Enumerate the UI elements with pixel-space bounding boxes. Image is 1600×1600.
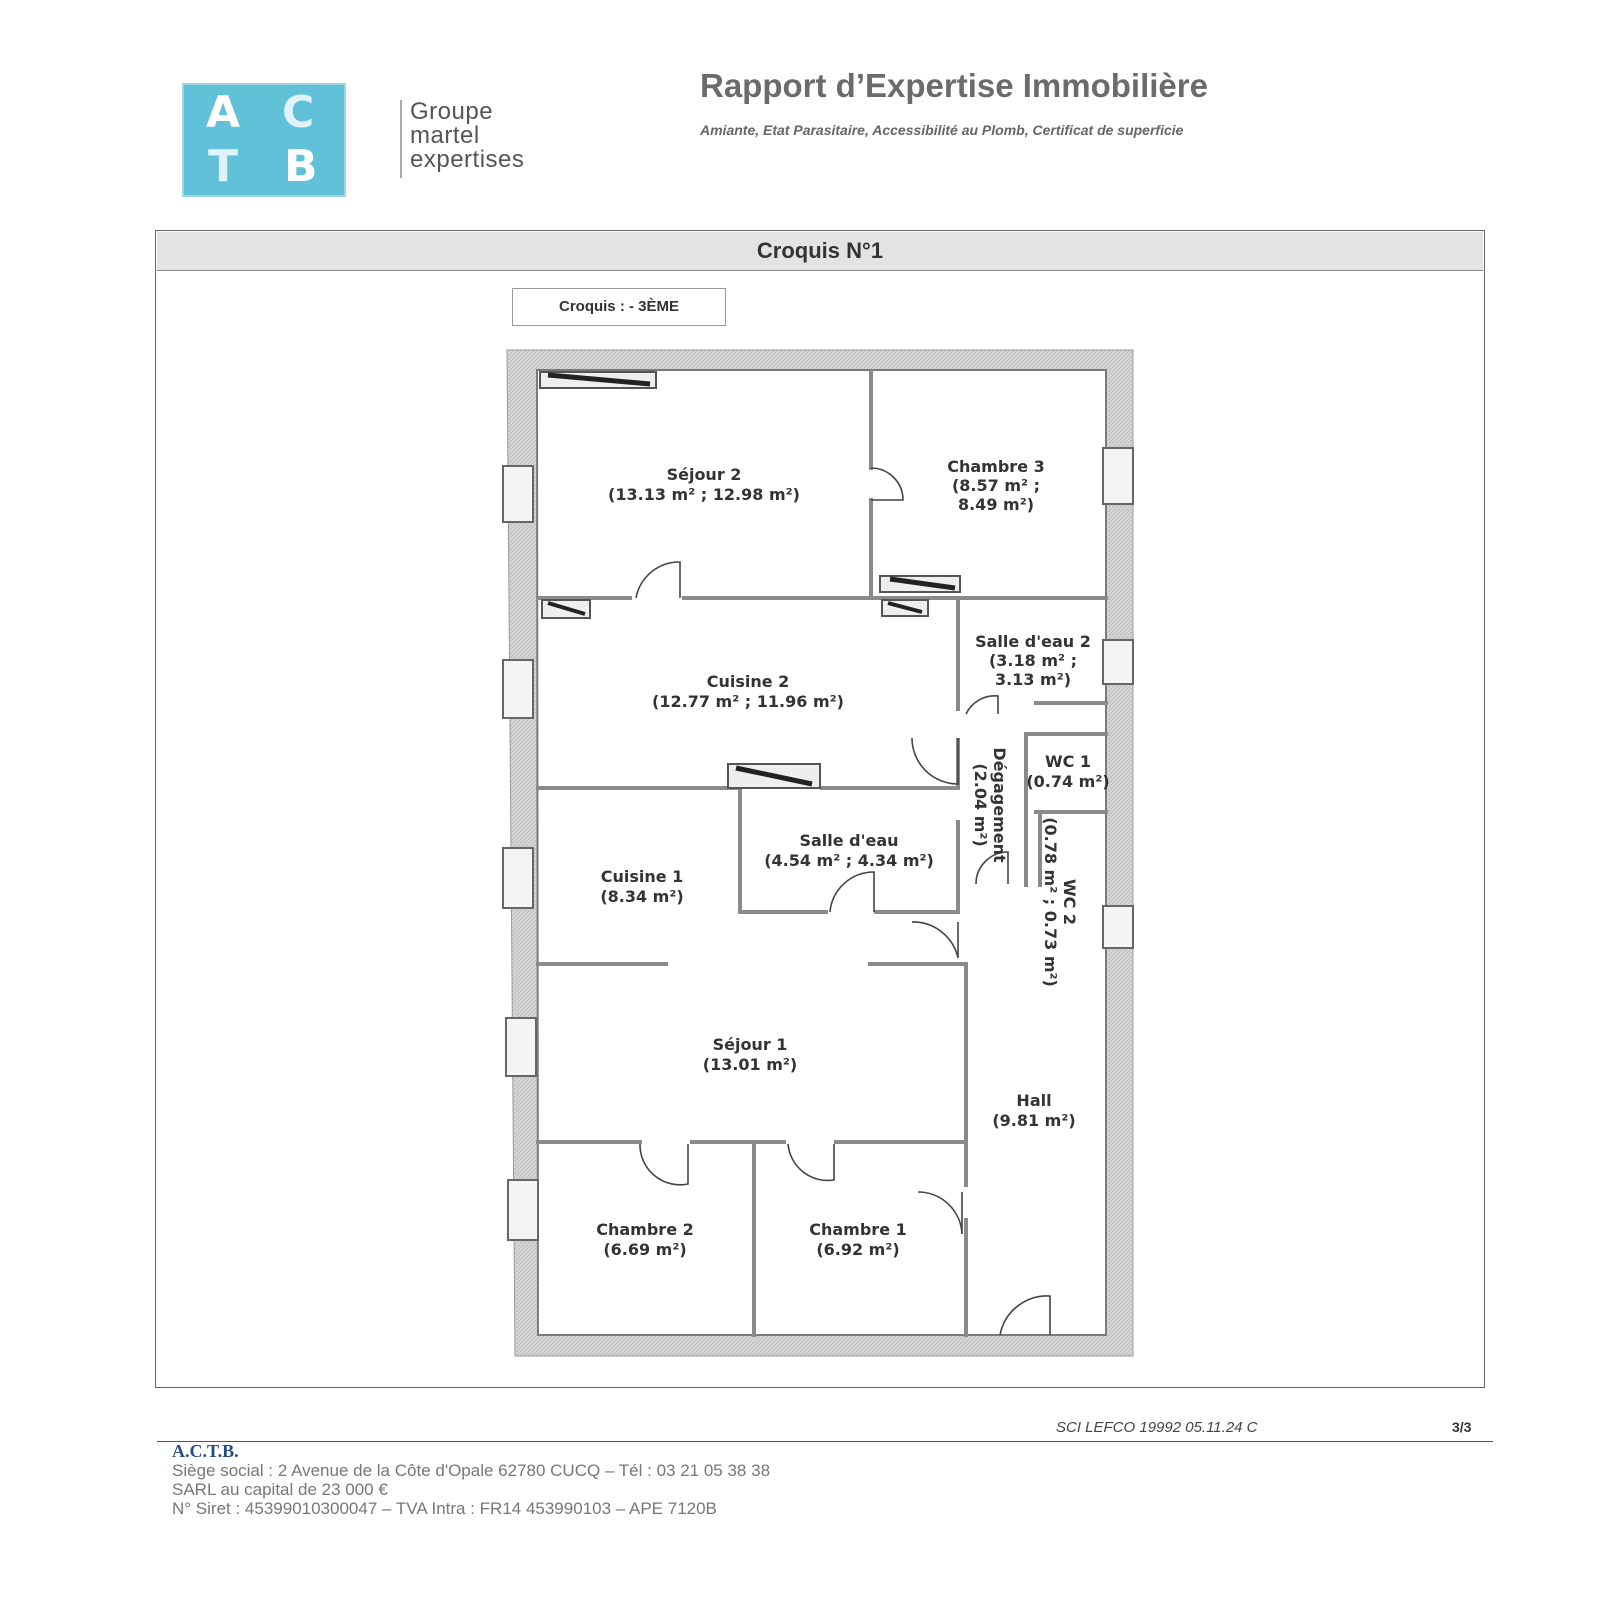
- room-cuisine-1-name: Cuisine 1: [601, 867, 684, 886]
- logo-letter-t: T: [208, 141, 239, 192]
- section-title: Croquis N°1: [157, 232, 1483, 271]
- room-chambre-3-name: Chambre 3: [947, 457, 1045, 476]
- brand-line-3: expertises: [410, 146, 525, 173]
- sketch-frame: [155, 230, 1485, 1388]
- brand-name: Groupe martel expertises: [410, 100, 524, 172]
- room-degagement-name: Dégagement: [990, 747, 1009, 863]
- room-wc-2-name: WC 2: [1060, 879, 1079, 925]
- company-address: Siège social : 2 Avenue de la Côte d'Opa…: [172, 1461, 770, 1518]
- report-title: Rapport d’Expertise Immobilière: [700, 67, 1208, 104]
- page-number: 3/3: [1452, 1419, 1472, 1435]
- room-wc-1-name: WC 1: [1045, 752, 1091, 771]
- room-labels: Séjour 2 (13.13 m² ; 12.98 m²) Chambre 3…: [596, 457, 1109, 1259]
- room-salle-eau-2-area-1: (3.18 m² ;: [989, 651, 1077, 670]
- room-cuisine-2-name: Cuisine 2: [707, 672, 790, 691]
- room-sejour-2-area: (13.13 m² ; 12.98 m²): [608, 485, 800, 504]
- room-chambre-1-name: Chambre 1: [809, 1220, 907, 1239]
- room-salle-eau-2-area-2: 3.13 m²): [995, 670, 1071, 689]
- room-wc-2-area: (0.78 m² ; 0.73 m²): [1041, 817, 1060, 987]
- report-subtitle: Amiante, Etat Parasitaire, Accessibilité…: [700, 122, 1184, 138]
- address-line-2: SARL au capital de 23 000 €: [172, 1480, 388, 1499]
- vent-units: [539, 371, 961, 789]
- room-chambre-3-area-1: (8.57 m² ;: [952, 476, 1040, 495]
- outer-wall-inner-edge: [535, 369, 1107, 1336]
- sketch-label: Croquis : - 3ÈME: [512, 288, 726, 326]
- room-cuisine-1-area: (8.34 m²): [600, 887, 683, 906]
- room-salle-eau-name: Salle d'eau: [799, 831, 898, 850]
- logo-divider: [400, 100, 402, 178]
- room-sejour-1-name: Séjour 1: [713, 1035, 788, 1054]
- interior-walls: [536, 370, 1108, 1337]
- room-hall-name: Hall: [1016, 1091, 1051, 1110]
- brand-line-2: martel: [410, 122, 480, 149]
- logo-letter-c: C: [282, 87, 315, 138]
- document-reference: SCI LEFCO 19992 05.11.24 C: [1056, 1419, 1258, 1436]
- room-salle-eau-2-name: Salle d'eau 2: [975, 632, 1091, 651]
- address-line-3: N° Siret : 45399010300047 – TVA Intra : …: [172, 1499, 717, 1518]
- room-degagement-area: (2.04 m²): [971, 763, 990, 846]
- room-chambre-2-area: (6.69 m²): [603, 1240, 686, 1259]
- company-name: A.C.T.B.: [172, 1441, 239, 1461]
- brand-line-1: Groupe: [410, 98, 494, 125]
- room-cuisine-2-area: (12.77 m² ; 11.96 m²): [652, 692, 844, 711]
- room-sejour-1-area: (13.01 m²): [703, 1055, 797, 1074]
- windows: [502, 447, 1134, 1241]
- room-chambre-1-area: (6.92 m²): [816, 1240, 899, 1259]
- room-chambre-3-area-2: 8.49 m²): [958, 495, 1034, 514]
- actb-logo: A C T B: [182, 83, 346, 197]
- logo-letter-b: B: [284, 141, 318, 192]
- logo-letter-a: A: [206, 87, 241, 138]
- address-line-1: Siège social : 2 Avenue de la Côte d'Opa…: [172, 1461, 771, 1480]
- room-chambre-2-name: Chambre 2: [596, 1220, 694, 1239]
- room-wc-1-area: (0.74 m²): [1026, 772, 1109, 791]
- room-sejour-2-name: Séjour 2: [667, 465, 742, 484]
- door-swings: [635, 467, 1051, 1336]
- room-hall-area: (9.81 m²): [992, 1111, 1075, 1130]
- footer-divider: [157, 1441, 1493, 1442]
- room-salle-eau-area: (4.54 m² ; 4.34 m²): [764, 851, 934, 870]
